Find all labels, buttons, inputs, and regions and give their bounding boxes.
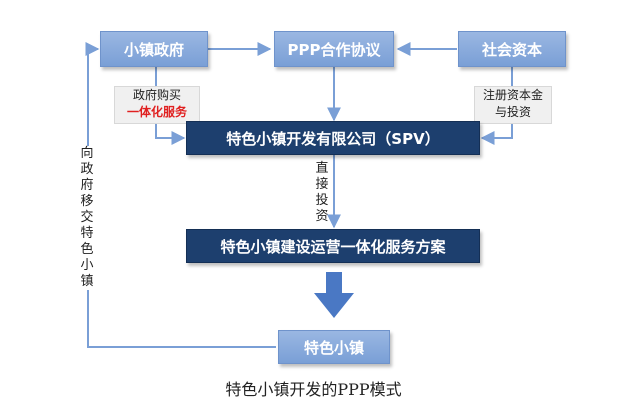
label-gov-purchase: 政府购买 一体化服务 bbox=[114, 86, 200, 124]
label-capital-line1: 注册资本金 bbox=[482, 88, 543, 102]
label-direct-investment: 直接投资 bbox=[315, 161, 329, 224]
node-service-plan: 特色小镇建设运营一体化服务方案 bbox=[186, 229, 480, 263]
node-social-capital: 社会资本 bbox=[458, 31, 566, 67]
node-spv-company: 特色小镇开发有限公司（SPV） bbox=[186, 121, 480, 155]
label-handover: 向政府移交特色小镇 bbox=[79, 146, 95, 290]
block-arrow-plan-to-town bbox=[314, 272, 354, 318]
label-gov-purchase-line2: 一体化服务 bbox=[126, 105, 187, 119]
node-town: 特色小镇 bbox=[278, 330, 390, 364]
label-gov-purchase-line1: 政府购买 bbox=[132, 88, 181, 102]
node-ppp-agreement: PPP合作协议 bbox=[274, 31, 394, 67]
node-government: 小镇政府 bbox=[100, 31, 208, 67]
label-capital-line2: 与投资 bbox=[494, 105, 531, 119]
label-capital: 注册资本金 与投资 bbox=[474, 86, 552, 124]
diagram-caption: 特色小镇开发的PPP模式 bbox=[225, 380, 402, 399]
